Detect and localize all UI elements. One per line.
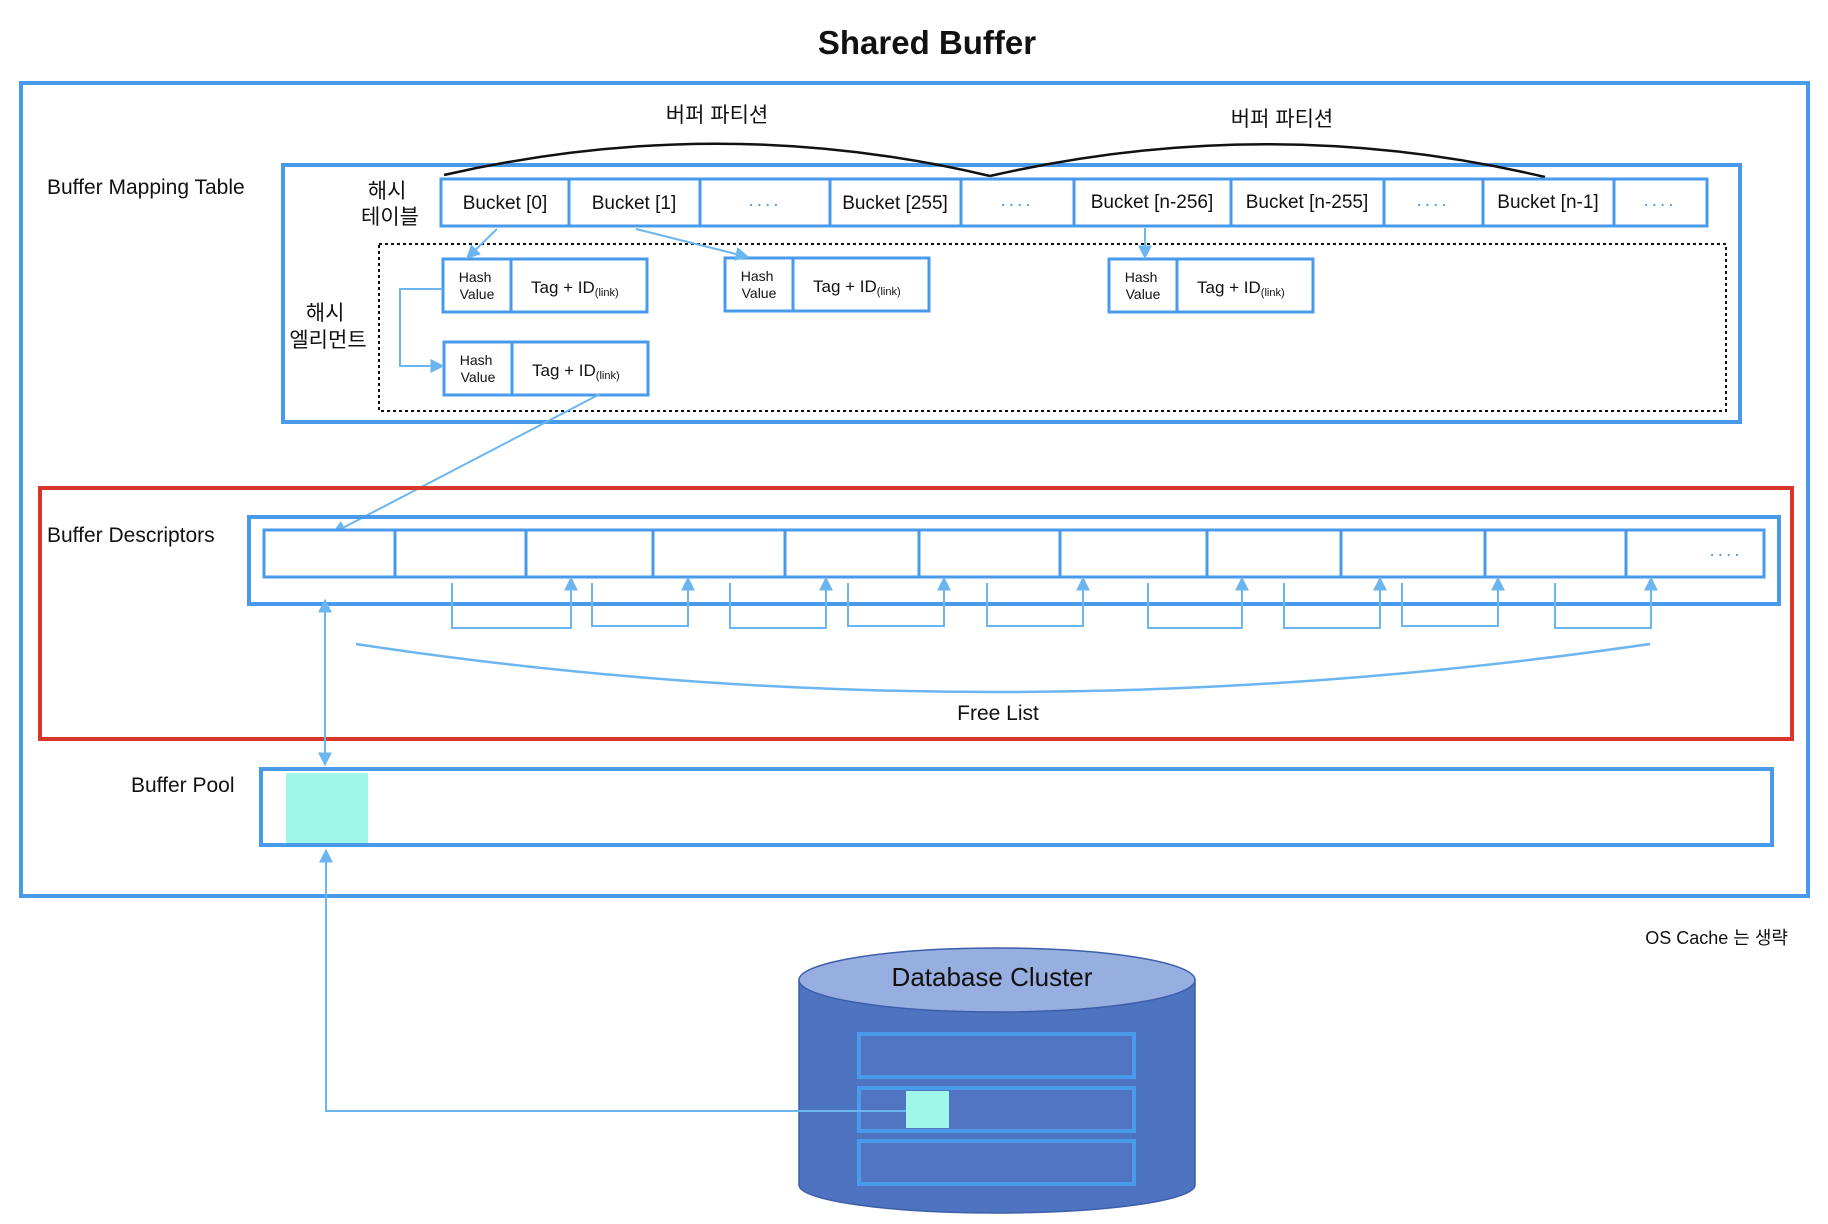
free-list-link-arrow [847,576,951,627]
tag-id-label: Tag + ID(link) [1197,278,1285,299]
descriptor-ellipsis: .... [1709,540,1742,561]
free-list-link-arrow [729,576,833,629]
free-list-link-arrow [1554,576,1658,629]
bucket-row: Bucket [0] Bucket [1] .... Bucket [255] … [439,177,1709,228]
hash-value-label: Hash Value [459,269,496,302]
descriptor-slot [1483,528,1628,579]
data-file-block [857,1139,1136,1186]
bucket-cell [1229,177,1386,228]
element-to-descriptor-arrow [331,393,601,534]
disk-to-pool-arrow [319,848,906,1112]
free-list-link-arrow [1283,576,1387,629]
data-file-block [857,1086,1136,1133]
cylinder-top [798,947,1196,1013]
bucket-label: Bucket [1] [592,193,677,214]
bucket-to-element-arrow [635,228,750,261]
descriptor-slot [783,528,921,579]
database-cluster-label: Database Cluster [892,962,1093,992]
buffer-mapping-table-label: Buffer Mapping Table [47,176,245,199]
hash-value-label: Hash Value [460,352,497,385]
hash-element: Hash Value Tag + ID(link) [441,257,649,314]
descriptor-array-box [247,515,1781,606]
descriptor-slot [651,528,787,579]
free-list-link-arrow [451,576,578,629]
descriptor-slot [1339,528,1487,579]
bucket-ellipsis: .... [1416,190,1449,211]
bucket-cell [1072,177,1233,228]
hash-element-area [378,243,1727,412]
bucket-label: Bucket [n-256] [1091,192,1214,213]
partition-label-2: 버퍼 파티션 [1231,108,1333,131]
hash-element-label: 해시 엘리먼트 [289,302,366,352]
free-list-label: Free List [957,702,1039,725]
os-cache-note: OS Cache 는 생략 [1645,928,1788,948]
bucket-cell [959,177,1076,228]
tag-id-label: Tag + ID(link) [531,278,619,299]
descriptor-slot [1058,528,1209,579]
bucket-cell [1612,177,1709,228]
buffer-pool-label: Buffer Pool [131,774,235,797]
bucket-label: Bucket [n-1] [1497,192,1598,213]
bucket-to-element-arrow [465,228,498,259]
free-list-link-arrow [591,576,695,627]
descriptor-row: .... [262,528,1766,579]
bucket-ellipsis: .... [1000,190,1033,211]
buffer-descriptors-region [38,486,1794,741]
free-list-brace [355,642,1651,694]
data-file-block [857,1032,1136,1079]
bucket-ellipsis: .... [748,190,781,211]
buffer-mapping-table-box [281,163,1742,424]
bucket-cell [828,177,963,228]
free-list-link-arrow [1147,576,1249,629]
hash-value-label: Hash Value [1125,269,1162,302]
chain-arrow [399,288,445,373]
descriptor-slot [1205,528,1343,579]
free-list-link-arrow [1401,576,1505,627]
diagram-title: Shared Buffer [818,24,1036,61]
hash-element: Hash Value Tag + ID(link) [1107,257,1315,314]
hash-element: Hash Value Tag + ID(link) [442,340,650,397]
bucket-label: Bucket [n-255] [1246,192,1369,213]
bucket-label: Bucket [0] [463,193,548,214]
bucket-label: Bucket [255] [842,193,948,214]
free-list-links [451,576,1658,629]
hash-element: Hash Value Tag + ID(link) [723,256,931,313]
database-cluster: Database Cluster [798,947,1196,1214]
buffer-descriptors-label: Buffer Descriptors [47,524,215,547]
descriptor-slot [1624,528,1766,579]
shared-buffer-container [19,81,1810,898]
tag-id-label: Tag + ID(link) [813,277,901,298]
descriptor-slot [393,528,528,579]
bucket-ellipsis: .... [1643,190,1676,211]
partition-arc-1 [443,142,991,178]
descriptor-slot [262,528,397,579]
bucket-cell [567,177,702,228]
partition-arc-2 [989,143,1546,179]
descriptor-slot [917,528,1062,579]
data-page [906,1091,949,1128]
hash-table-label: 해시 테이블 [361,180,419,229]
hash-value-label: Hash Value [741,268,778,301]
buffer-page [286,773,368,843]
buffer-pool-box [259,767,1774,847]
descriptor-slot [524,528,655,579]
partition-label-1: 버퍼 파티션 [666,104,768,127]
free-list-link-arrow [986,576,1090,627]
tag-id-label: Tag + ID(link) [532,361,620,382]
